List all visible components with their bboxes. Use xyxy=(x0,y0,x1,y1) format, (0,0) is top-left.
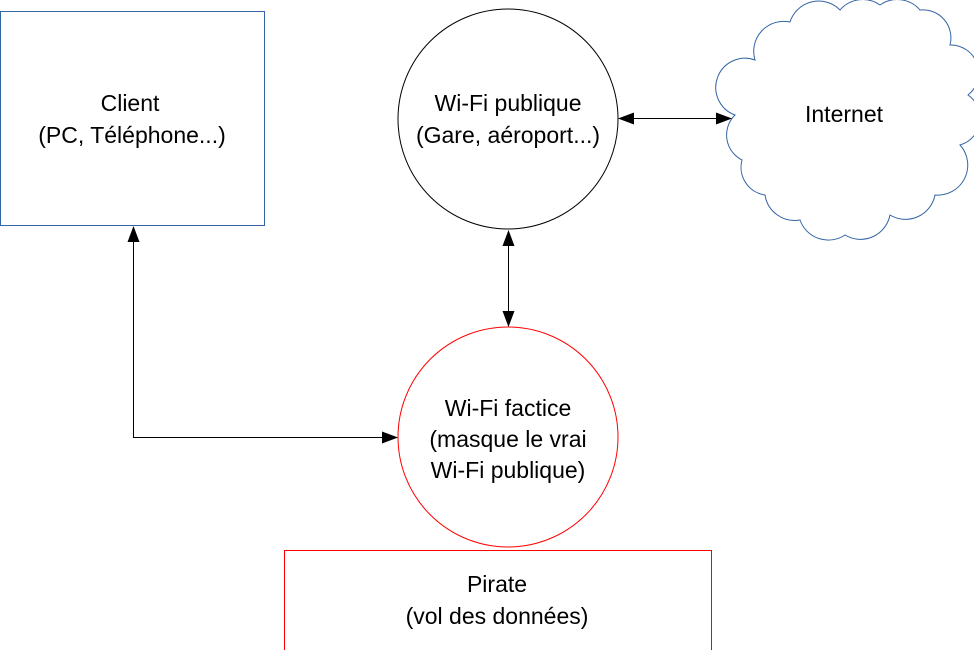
public-wifi-node: Wi-Fi publique (Gare, aéroport...) xyxy=(397,8,619,230)
client-node: Client (PC, Téléphone...) xyxy=(0,11,265,226)
fake-wifi-subtitle-1: (masque le vrai xyxy=(429,426,586,452)
fake-wifi-node: Wi-Fi factice (masque le vrai Wi-Fi publ… xyxy=(397,326,619,548)
internet-cloud: Internet xyxy=(715,0,974,241)
pirate-title: Pirate xyxy=(467,571,527,597)
arrow-client-fake xyxy=(127,226,398,444)
client-subtitle: (PC, Téléphone...) xyxy=(38,122,226,148)
client-title: Client xyxy=(101,90,160,116)
fake-wifi-subtitle-2: Wi-Fi publique) xyxy=(431,457,586,483)
public-wifi-title: Wi-Fi publique xyxy=(435,90,582,116)
pirate-node: Pirate (vol des données) xyxy=(284,550,712,650)
public-wifi-subtitle: (Gare, aéroport...) xyxy=(416,122,600,148)
internet-label: Internet xyxy=(805,101,884,127)
pirate-subtitle: (vol des données) xyxy=(406,603,589,629)
fake-wifi-title: Wi-Fi factice xyxy=(445,395,572,421)
